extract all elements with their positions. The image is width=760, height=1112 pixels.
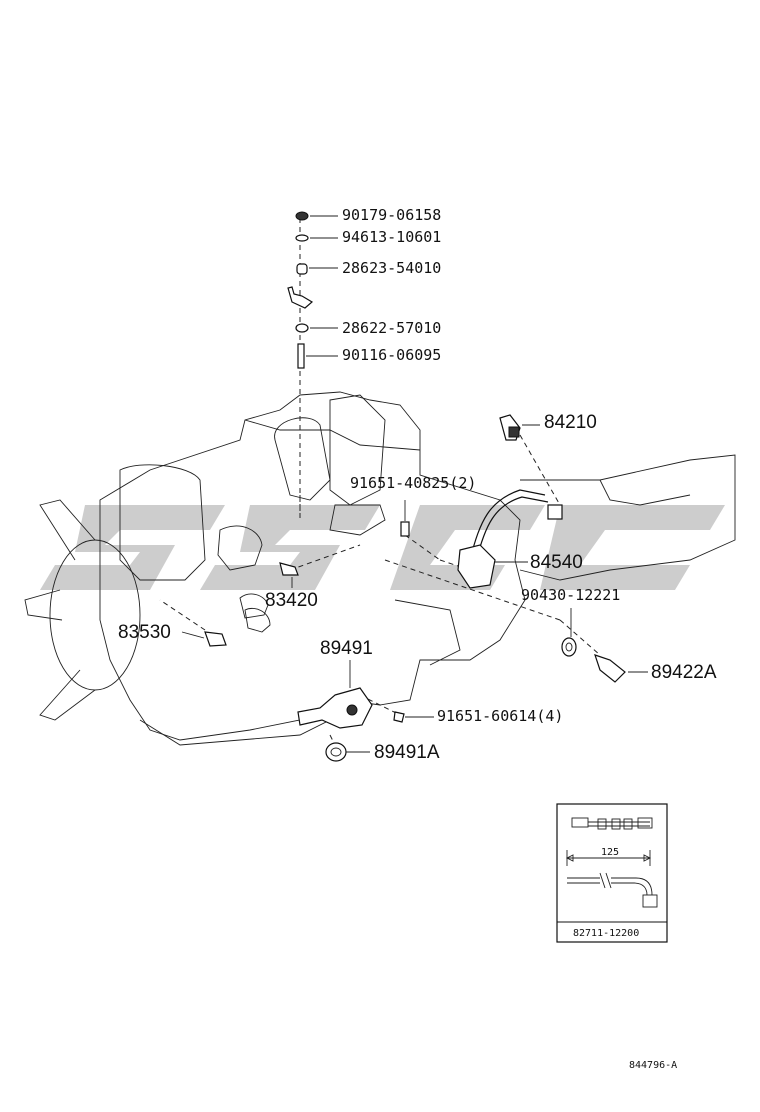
collar-28623 — [296, 263, 308, 275]
label-83530: 83530 — [118, 622, 171, 643]
harness-84540 — [457, 489, 563, 589]
inset-harness-bottom — [567, 872, 658, 908]
sensor-89422A — [594, 654, 626, 683]
label-94613-10601: 94613-10601 — [342, 228, 441, 246]
bolt-91651-40825 — [400, 521, 410, 537]
label-28622-57010: 28622-57010 — [342, 319, 441, 337]
label-90116-06095: 90116-06095 — [342, 346, 441, 364]
label-84210: 84210 — [544, 412, 597, 433]
bracket-89491 — [297, 687, 373, 729]
label-leaders — [181, 215, 648, 753]
label-84540: 84540 — [530, 552, 583, 573]
label-89491: 89491 — [320, 638, 373, 659]
inset-part-number: 82711-12200 — [573, 928, 639, 939]
diagram-id: 844796-A — [629, 1060, 677, 1071]
label-90179-06158: 90179-06158 — [342, 206, 441, 224]
label-83420: 83420 — [265, 590, 318, 611]
inset-dimension-label: 125 — [601, 847, 619, 858]
switch-84210 — [499, 414, 521, 441]
label-28623-54010: 28623-54010 — [342, 259, 441, 277]
washer-94613 — [295, 234, 309, 242]
label-89491A: 89491A — [374, 742, 440, 763]
nut-90179 — [295, 211, 309, 221]
gasket-90430 — [561, 637, 577, 657]
label-90430-12221: 90430-12221 — [521, 586, 620, 604]
label-91651-60614: 91651-60614(4) — [437, 707, 563, 725]
watermark — [40, 505, 725, 590]
stud-90116 — [297, 343, 305, 369]
inset-dimension — [565, 850, 652, 866]
label-91651-40825: 91651-40825(2) — [350, 474, 476, 492]
part-labels: 90179-06158 94613-10601 28623-54010 2862… — [118, 206, 717, 763]
nut-28622 — [295, 323, 309, 333]
sender-83530 — [204, 631, 227, 647]
sender-83420 — [279, 562, 299, 576]
inset-harness-top — [571, 817, 653, 830]
engine-fan — [24, 499, 141, 721]
ring-89491A — [325, 742, 347, 762]
bolt-91651-60614 — [393, 711, 405, 723]
label-89422A: 89422A — [651, 662, 717, 683]
bracket-plate — [287, 286, 314, 309]
inset-box: 125 82711-12200 — [556, 803, 668, 943]
